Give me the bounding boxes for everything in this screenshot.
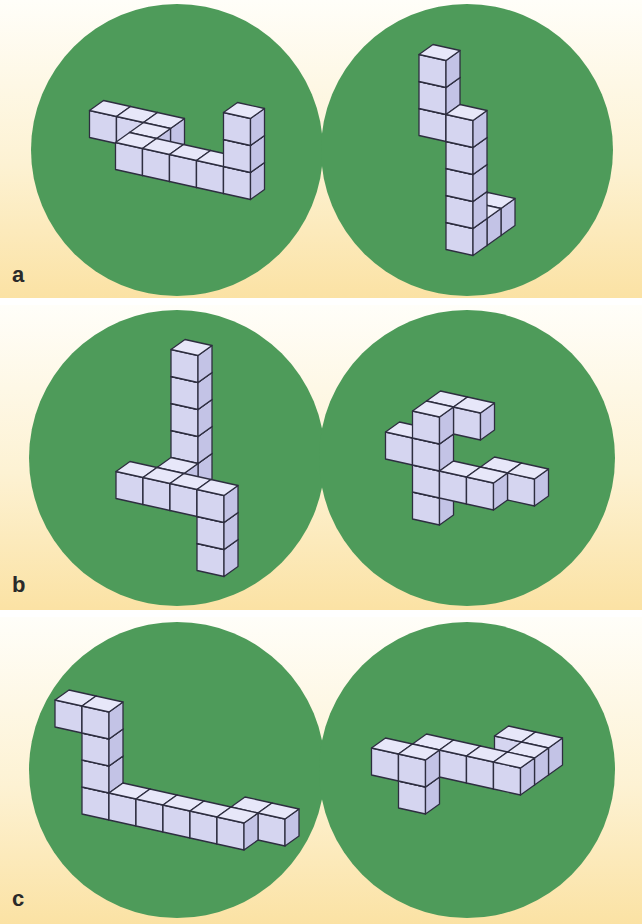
green-disc — [319, 622, 615, 918]
cube-top-face — [224, 103, 265, 119]
cube-figure — [419, 45, 515, 256]
cube-figure — [372, 726, 563, 814]
cube-figure — [386, 391, 549, 525]
cube-figure — [90, 101, 265, 200]
cube-top-face — [413, 401, 454, 417]
panel-letter: a — [12, 264, 24, 286]
cube-top-face — [399, 744, 440, 760]
green-disc — [29, 622, 325, 918]
cube-top-face — [217, 807, 258, 823]
cube-top-face — [446, 105, 487, 121]
panel-ground — [0, 305, 642, 610]
cube-figure — [55, 690, 299, 850]
cube-top-face — [197, 480, 238, 496]
cube-top-face — [494, 752, 535, 768]
panel-letter: c — [12, 888, 24, 910]
cube-top-face — [419, 45, 460, 61]
panel-ground — [0, 0, 642, 298]
green-disc — [321, 4, 613, 296]
cube-figure — [116, 340, 238, 577]
cube-top-face — [508, 463, 549, 479]
panel-ground — [0, 617, 642, 924]
cube-top-face — [467, 467, 508, 483]
cube-top-face — [258, 803, 299, 819]
green-disc — [319, 310, 615, 606]
green-disc — [29, 310, 325, 606]
cube-top-face — [82, 696, 123, 712]
cube-top-face — [171, 340, 212, 356]
green-disc — [31, 4, 323, 296]
panel-letter: b — [12, 574, 25, 596]
cube-top-face — [454, 397, 495, 413]
